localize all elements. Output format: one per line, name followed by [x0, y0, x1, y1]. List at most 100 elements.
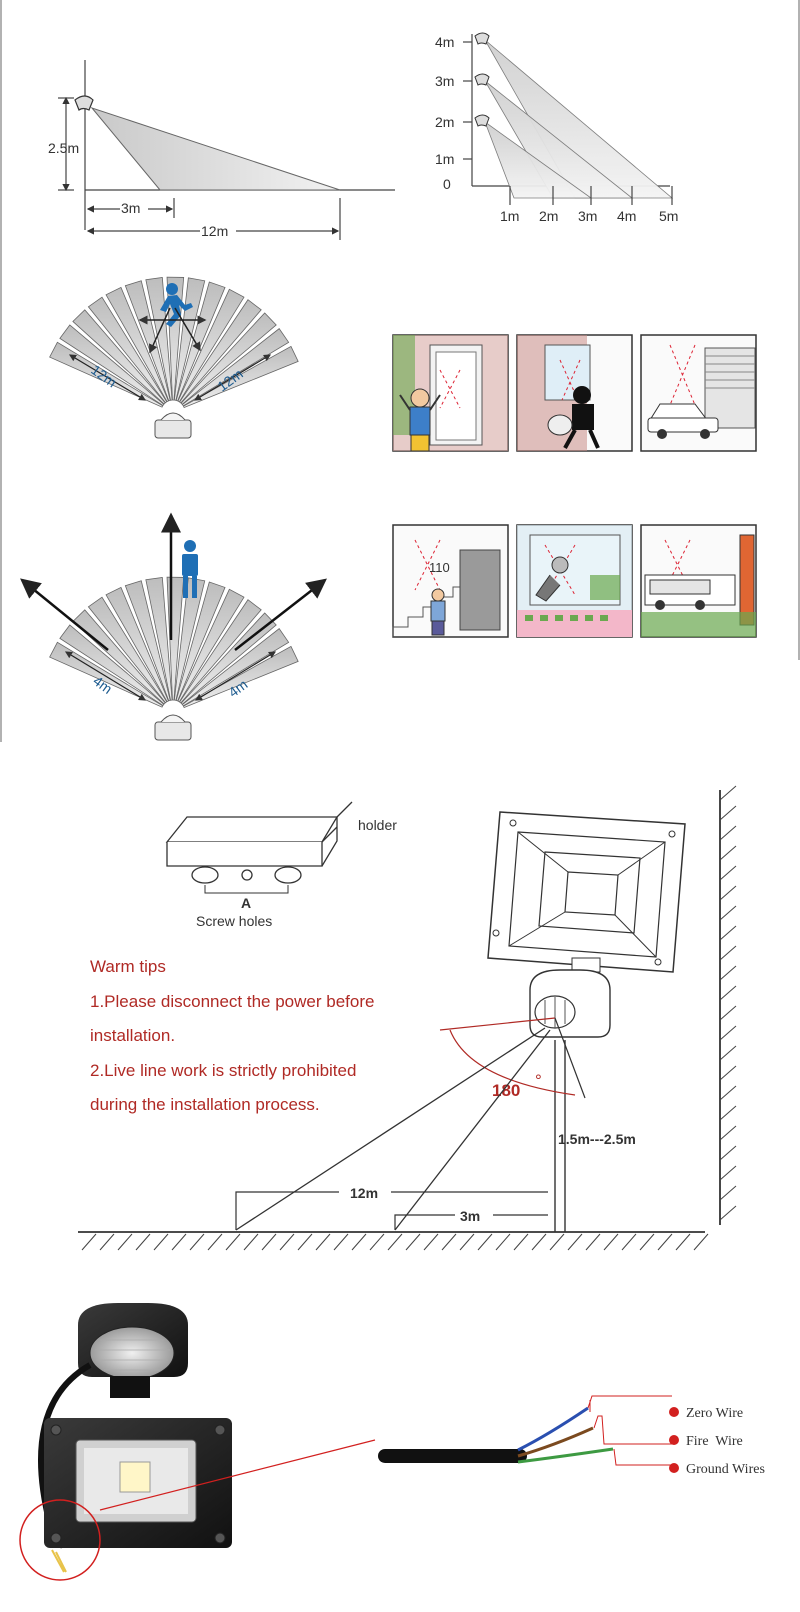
- side-view-diagram: 2.5m 3m 12m: [48, 60, 395, 240]
- hatch-line: [225, 1233, 241, 1251]
- hatch-line: [531, 1233, 547, 1251]
- standing-person-icon: [182, 540, 198, 598]
- hatch-line: [495, 1233, 511, 1251]
- fan-blade: [87, 596, 168, 704]
- y-tick-1m: 1m: [435, 151, 454, 167]
- hatch-line: [719, 1005, 737, 1021]
- hatch-line: [719, 865, 737, 881]
- hatch-line: [719, 965, 737, 981]
- screw-holes-label: Screw holes: [196, 913, 272, 929]
- hatch-line: [675, 1233, 691, 1251]
- ground-wire-label: Ground Wires: [686, 1462, 765, 1477]
- scene-window-intruder: [516, 524, 633, 638]
- hatch-line: [719, 1025, 737, 1041]
- hatch-line: [441, 1233, 457, 1251]
- zero-wire-label: Zero Wire: [686, 1406, 743, 1421]
- near-distance-label: 3m: [121, 200, 140, 216]
- hatch-line: [621, 1233, 637, 1251]
- hatch-line: [719, 945, 737, 961]
- fire-wire-dot: [669, 1435, 679, 1445]
- hatch-line: [423, 1233, 439, 1251]
- hatch-line: [719, 805, 737, 821]
- hatch-line: [719, 1065, 737, 1081]
- hatch-line: [387, 1233, 403, 1251]
- hatch-line: [719, 885, 737, 901]
- hatch-line: [719, 985, 737, 1001]
- hatch-line: [261, 1233, 277, 1251]
- fan-blade: [145, 576, 173, 701]
- hatch-line: [513, 1233, 529, 1251]
- hatch-line: [719, 1165, 737, 1181]
- warm-tips-title: Warm tips: [90, 957, 166, 976]
- far-distance-label: 12m: [201, 223, 228, 239]
- hatch-line: [719, 925, 737, 941]
- hatch-line: [207, 1233, 223, 1251]
- fan-blade: [173, 577, 206, 701]
- screw-a-label: A: [241, 895, 251, 911]
- y-tick-4m: 4m: [435, 34, 454, 50]
- hatch-line: [81, 1233, 97, 1251]
- cable-wires-icon: [378, 1400, 614, 1464]
- warm-tips: Warm tips 1.Please disconnect the power …: [90, 957, 374, 1114]
- angle-label: 180: [492, 1081, 520, 1100]
- x-tick-3m: 3m: [578, 208, 597, 224]
- zoom-callout-line: [99, 1439, 376, 1511]
- fan-blade: [105, 286, 169, 403]
- side-sensor-icon: [74, 95, 94, 111]
- hatch-line: [243, 1233, 259, 1251]
- stair-number-label: 110: [429, 560, 450, 575]
- fan-blade: [177, 588, 245, 703]
- fan-top-sensor-icon: [154, 412, 192, 439]
- hatch-line: [719, 1185, 737, 1201]
- scene-garage-car: [640, 334, 757, 452]
- hatch-line: [459, 1233, 475, 1251]
- fan-diagram-4m: 4m 4m: [20, 512, 327, 741]
- hatch-line: [351, 1233, 367, 1251]
- install-far-label: 12m: [350, 1185, 378, 1201]
- ground-hatching: [81, 1233, 709, 1251]
- hatch-line: [719, 1145, 737, 1161]
- scene-burglar: [516, 334, 633, 452]
- hatch-line: [171, 1233, 187, 1251]
- scene-door-greeting: [392, 334, 509, 452]
- hatch-line: [657, 1233, 673, 1251]
- x-tick-1m: 1m: [500, 208, 519, 224]
- y-axis-ticks: 4m 3m 2m 1m 0: [435, 34, 472, 192]
- hatch-line: [585, 1233, 601, 1251]
- hatch-line: [189, 1233, 205, 1251]
- fan-blades-bottom: [49, 576, 299, 709]
- hatch-line: [719, 1045, 737, 1061]
- hatch-line: [567, 1233, 583, 1251]
- height-label: 2.5m: [48, 140, 79, 156]
- height-sensor-icons: [474, 32, 490, 127]
- hatch-line: [279, 1233, 295, 1251]
- height-range-label: 1.5m---2.5m: [558, 1131, 636, 1147]
- hatch-line: [297, 1233, 313, 1251]
- hatch-line: [549, 1233, 565, 1251]
- fan-bottom-sensor-icon: [154, 714, 192, 741]
- warm-tips-line-4: during the installation process.: [90, 1095, 320, 1114]
- fan-blade: [175, 581, 226, 702]
- ground-wire-dot: [669, 1463, 679, 1473]
- hatch-line: [153, 1233, 169, 1251]
- x-tick-4m: 4m: [617, 208, 636, 224]
- hatch-line: [369, 1233, 385, 1251]
- hatch-line: [117, 1233, 133, 1251]
- zero-wire-dot: [669, 1407, 679, 1417]
- y-tick-0: 0: [443, 176, 451, 192]
- scene-panels: 110: [392, 334, 757, 638]
- installed-floodlight-icon: [487, 811, 686, 1038]
- hatch-line: [719, 825, 737, 841]
- wall-hatching: [719, 785, 737, 1221]
- y-tick-3m: 3m: [435, 73, 454, 89]
- warm-tips-line-1: 1.Please disconnect the power before: [90, 992, 374, 1011]
- hatch-line: [99, 1233, 115, 1251]
- floodlight-product-photo: [19, 1303, 232, 1581]
- hatch-line: [639, 1233, 655, 1251]
- hatch-line: [603, 1233, 619, 1251]
- hatch-line: [315, 1233, 331, 1251]
- x-tick-2m: 2m: [539, 208, 558, 224]
- height-range-diagram: 4m 3m 2m 1m 0 1m 2m 3m 4m 5m: [435, 32, 678, 224]
- hatch-line: [719, 1125, 737, 1141]
